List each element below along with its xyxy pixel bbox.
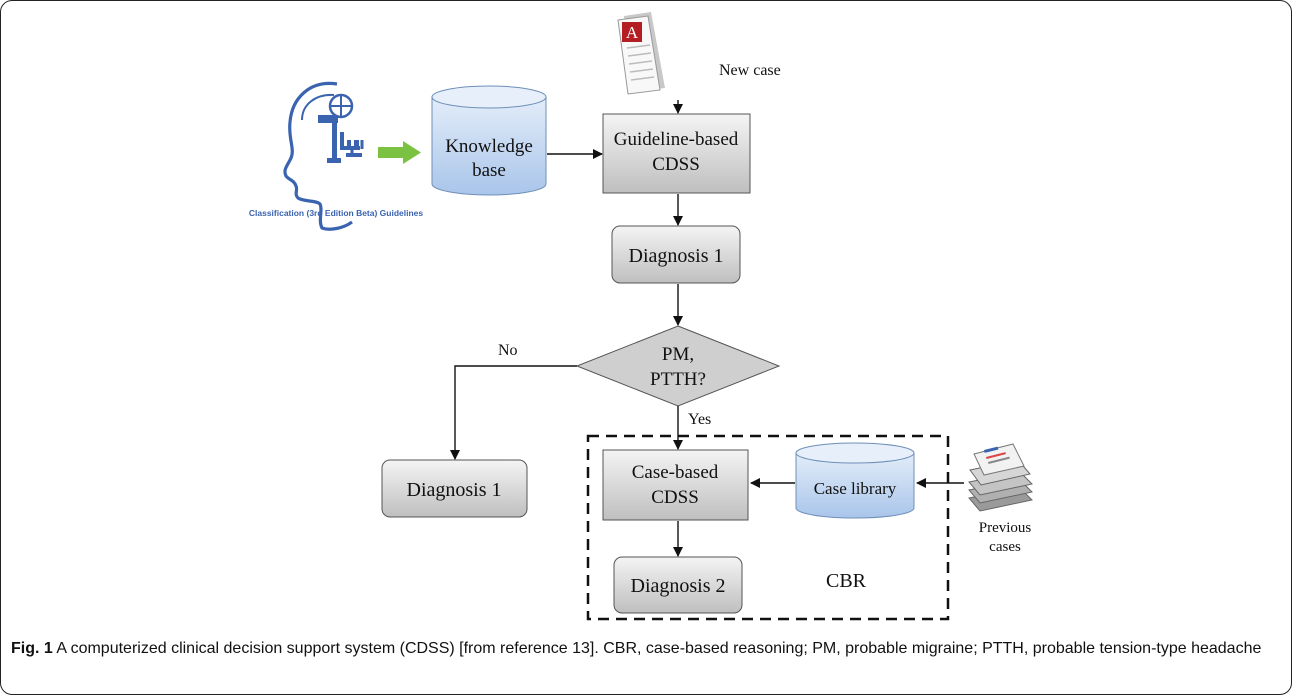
figure-caption-text: A computerized clinical decision support…	[56, 640, 1262, 657]
cbr-label: CBR	[826, 570, 867, 592]
figure-caption-label: Fig. 1	[11, 640, 53, 657]
new-case-label: New case	[719, 62, 781, 79]
figure-caption: Fig. 1 A computerized clinical decision …	[11, 638, 1281, 660]
decision-label-2: PTTH?	[650, 369, 706, 390]
case-cdss-label-1: Case-based	[632, 462, 719, 483]
diagnosis-2-node: Diagnosis 2	[613, 556, 743, 614]
case-library-label: Case library	[814, 479, 897, 498]
case-cdss-label-2: CDSS	[651, 487, 699, 508]
no-label: No	[498, 342, 518, 359]
previous-cases-icon	[968, 443, 1034, 512]
green-arrow-icon	[378, 141, 421, 164]
ihs-caption: Classification (3rd Edition Beta) Guidel…	[249, 208, 424, 218]
arrow-no-branch	[450, 365, 577, 460]
guideline-cdss-label-1: Guideline-based	[614, 129, 739, 150]
svg-text:A: A	[626, 23, 639, 42]
decision-label-1: PM,	[662, 344, 694, 365]
yes-label: Yes	[688, 411, 711, 428]
case-cdss-node: Case-based CDSS	[602, 449, 749, 521]
knowledge-base-label-1: Knowledge	[445, 136, 533, 157]
knowledge-base-label-2: base	[472, 160, 506, 181]
diagnosis-2-label: Diagnosis 2	[631, 575, 726, 597]
cbr-container	[586, 434, 950, 621]
flowchart: Classification (3rd Edition Beta) Guidel…	[249, 12, 1034, 621]
decision-node: PM, PTTH?	[575, 325, 781, 407]
guideline-cdss-node: Guideline-based CDSS	[602, 113, 751, 194]
ihs-logo-icon: Classification (3rd Edition Beta) Guidel…	[249, 81, 424, 231]
diagnosis-1-bottom-label: Diagnosis 1	[407, 479, 502, 501]
previous-cases-label-1: Previous	[979, 520, 1032, 536]
case-library-node: Case library	[795, 442, 915, 519]
diagnosis-1-bottom-node: Diagnosis 1	[381, 459, 528, 518]
guideline-cdss-label-2: CDSS	[652, 154, 700, 175]
diagnosis-1-top-label: Diagnosis 1	[629, 245, 724, 267]
diagnosis-1-top-node: Diagnosis 1	[611, 225, 741, 284]
document-icon: A	[617, 12, 665, 95]
knowledge-base-node: Knowledge base	[431, 85, 547, 196]
previous-cases-label-2: cases	[989, 539, 1021, 555]
